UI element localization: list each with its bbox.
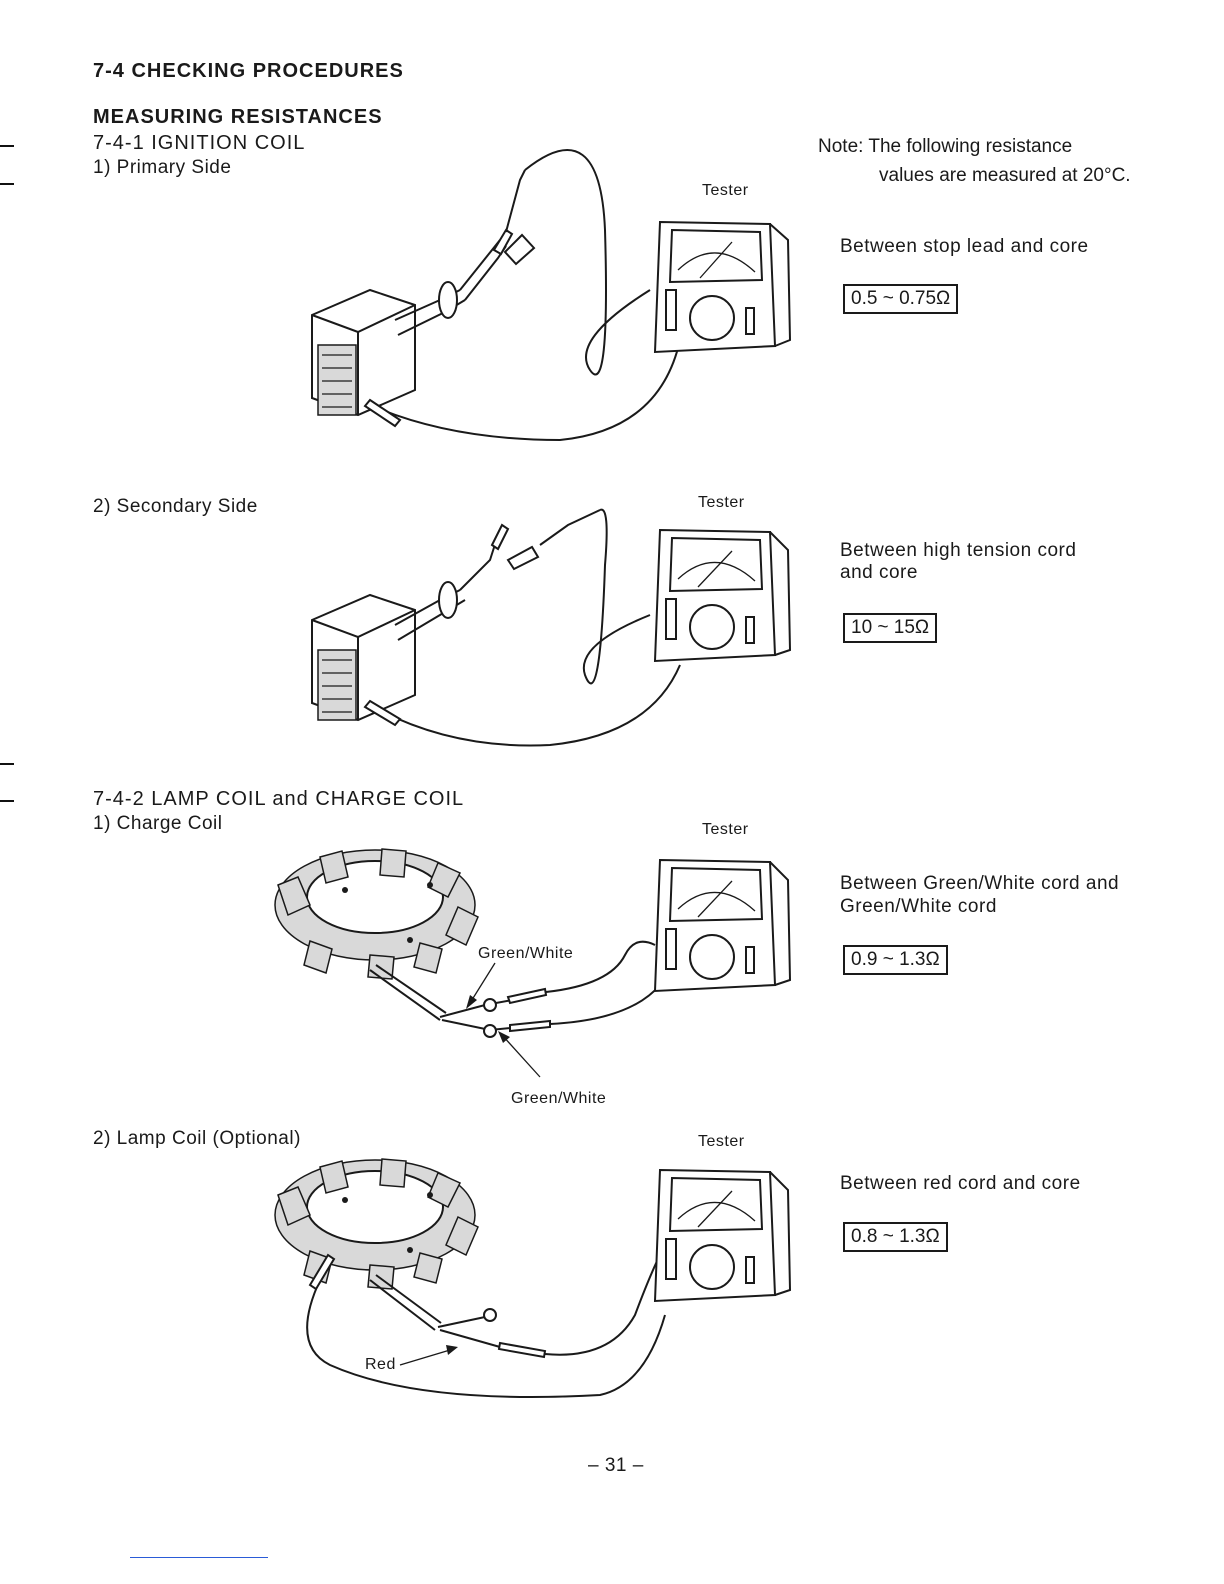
charge-resistance-value: 0.9 ~ 1.3Ω [843, 945, 948, 975]
coil-lead-wires [369, 940, 661, 1038]
charge-between-line-1: Between Green/White cord and [840, 873, 1120, 894]
secondary-side-diagram [311, 508, 792, 747]
margin-mark [0, 763, 14, 765]
secondary-between-line-1: Between high tension cord [840, 540, 1077, 561]
secondary-between-line-2: and core [840, 562, 918, 583]
primary-side-diagram [311, 149, 792, 442]
charge-between-text: Between Green/White cord and Green/White… [840, 872, 1119, 918]
test-lead-wire [363, 149, 681, 442]
test-lead-wire [363, 508, 681, 747]
multimeter-icon [653, 528, 792, 663]
tester-label: Tester [702, 821, 749, 838]
note-line-2: values are measured at 20°C. [879, 165, 1131, 186]
lamp-charge-coil-title: 7-4-2 LAMP COIL and CHARGE COIL [93, 788, 465, 810]
footer-rule [130, 1557, 268, 1558]
ignition-coil-icon [311, 509, 601, 722]
multimeter-icon [653, 858, 792, 993]
charge-coil-diagram [274, 848, 792, 1078]
margin-mark [0, 183, 14, 185]
callout-arrows [466, 962, 541, 1078]
secondary-resistance-value: 10 ~ 15Ω [843, 613, 938, 643]
primary-side-label: 1) Primary Side [93, 157, 232, 178]
ignition-coil-title: 7-4-1 IGNITION COIL [93, 132, 306, 154]
margin-mark [0, 800, 14, 802]
secondary-side-label: 2) Secondary Side [93, 496, 258, 517]
heading-measuring-resistances: MEASURING RESISTANCES [93, 106, 383, 128]
stator-plate-icon [274, 1158, 479, 1290]
lamp-between-text: Between red cord and core [840, 1173, 1081, 1194]
note-line-1: Note: The following resistance [818, 136, 1073, 157]
ignition-coil-icon [311, 169, 536, 417]
tester-label: Tester [702, 182, 749, 199]
callout-green-white-top: Green/White [478, 945, 574, 962]
margin-mark [0, 145, 14, 147]
charge-between-line-2: Green/White cord [840, 896, 997, 917]
callout-red: Red [365, 1356, 396, 1373]
lamp-coil-label: 2) Lamp Coil (Optional) [93, 1128, 301, 1149]
note: Note: The following resistance values ar… [818, 132, 1131, 190]
multimeter-icon [653, 220, 792, 354]
charge-coil-label: 1) Charge Coil [93, 813, 223, 834]
page-number: – 31 – [588, 1455, 644, 1476]
tester-label: Tester [698, 1133, 745, 1150]
primary-between-text: Between stop lead and core [840, 236, 1089, 257]
callout-arrows [399, 1345, 458, 1366]
tester-label: Tester [698, 494, 745, 511]
stator-plate-icon [274, 848, 479, 980]
lamp-resistance-value: 0.8 ~ 1.3Ω [843, 1222, 948, 1252]
multimeter-icon [653, 1168, 792, 1303]
coil-lead-wires [306, 1253, 666, 1398]
callout-green-white-bottom: Green/White [511, 1090, 607, 1107]
primary-resistance-value: 0.5 ~ 0.75Ω [843, 284, 959, 314]
lamp-coil-diagram [274, 1158, 792, 1398]
section-title: 7-4 CHECKING PROCEDURES [93, 60, 404, 82]
secondary-between-text: Between high tension cord and core [840, 540, 1076, 584]
